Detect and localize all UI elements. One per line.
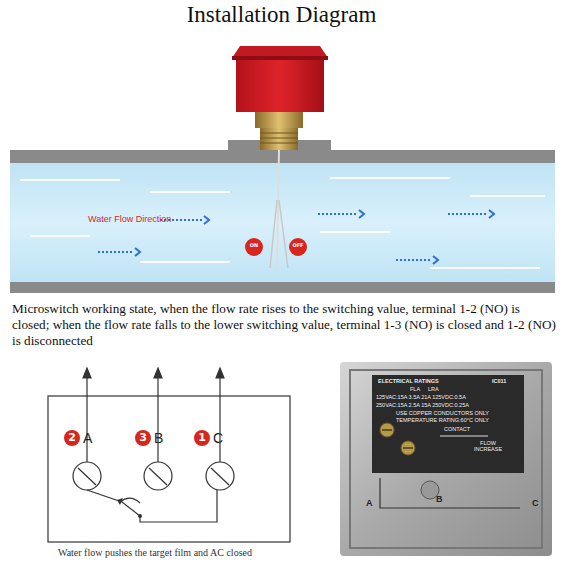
terminal-screw: [380, 423, 394, 437]
label-text: Water Flow Direction: [88, 214, 198, 224]
rating-plate: [372, 375, 524, 473]
wire-connector: [87, 490, 217, 522]
label-text: A: [366, 498, 378, 508]
label-text: CONTACT: [444, 426, 484, 432]
label-text: Microswitch working state, when the flow…: [12, 301, 557, 349]
brass-thread: [260, 128, 298, 150]
brass-nut: [255, 110, 303, 128]
switch-arm-head: [117, 498, 123, 505]
pipe-wall: [10, 282, 555, 293]
label-text: ON: [246, 243, 262, 249]
paddle-stem: [277, 150, 279, 270]
photo-frame: [350, 370, 542, 548]
title: Installation Diagram: [0, 2, 563, 28]
label-text: IC011: [492, 378, 522, 384]
terminal-screw: [401, 441, 415, 455]
water: [10, 162, 555, 283]
label-text: ELECTRICAL RATINGS: [378, 378, 458, 384]
callout-number: 2: [64, 430, 80, 446]
label-text: TEMPERATURE RATING:60°C ONLY: [396, 417, 521, 423]
terminal-node: 3B: [135, 428, 181, 490]
terminal-node: 1C: [194, 428, 240, 490]
flow-arrowheads: [135, 210, 494, 264]
switch-housing: [236, 56, 324, 112]
terminal-letter: C: [213, 430, 223, 446]
label-text: FLA: [410, 386, 430, 392]
photo-wire: [380, 478, 520, 508]
paddle-vane: [270, 200, 288, 268]
on-marker: [245, 238, 263, 256]
caption: Water flow pushes the target film and AC…: [58, 547, 252, 558]
label-text: USE COPPER CONDUCTORS ONLY: [396, 410, 516, 416]
label-text: 250VAC:15A 2.5A 15A 250VDC:0.25A: [376, 402, 524, 408]
thread-lines: [260, 133, 298, 143]
switch-arm: [120, 498, 140, 503]
label-text: FLOW INCREASE: [470, 440, 506, 453]
callout-number: 3: [135, 430, 151, 446]
terminal-node: 2A: [64, 428, 110, 490]
cap-rim: [232, 56, 328, 60]
flow-mark: [440, 436, 488, 437]
terminal-leads: [83, 368, 224, 462]
label-text: B: [436, 494, 448, 504]
off-marker: [289, 238, 307, 256]
water-streaks: [20, 178, 545, 268]
label-text: C: [532, 498, 544, 508]
switch-photo: [340, 362, 552, 556]
label-text: 125VAC:15A 3.5A 21A 125VDC:0.5A: [376, 394, 524, 400]
terminal-symbols: [73, 462, 234, 490]
switch-pivot: [138, 514, 142, 518]
terminal-letter: A: [83, 430, 92, 446]
terminal-letter: B: [154, 430, 163, 446]
callout-number: 1: [194, 430, 210, 446]
schematic-box: [48, 396, 290, 542]
label-text: LRA: [428, 386, 448, 392]
label-text: OFF: [290, 243, 306, 249]
